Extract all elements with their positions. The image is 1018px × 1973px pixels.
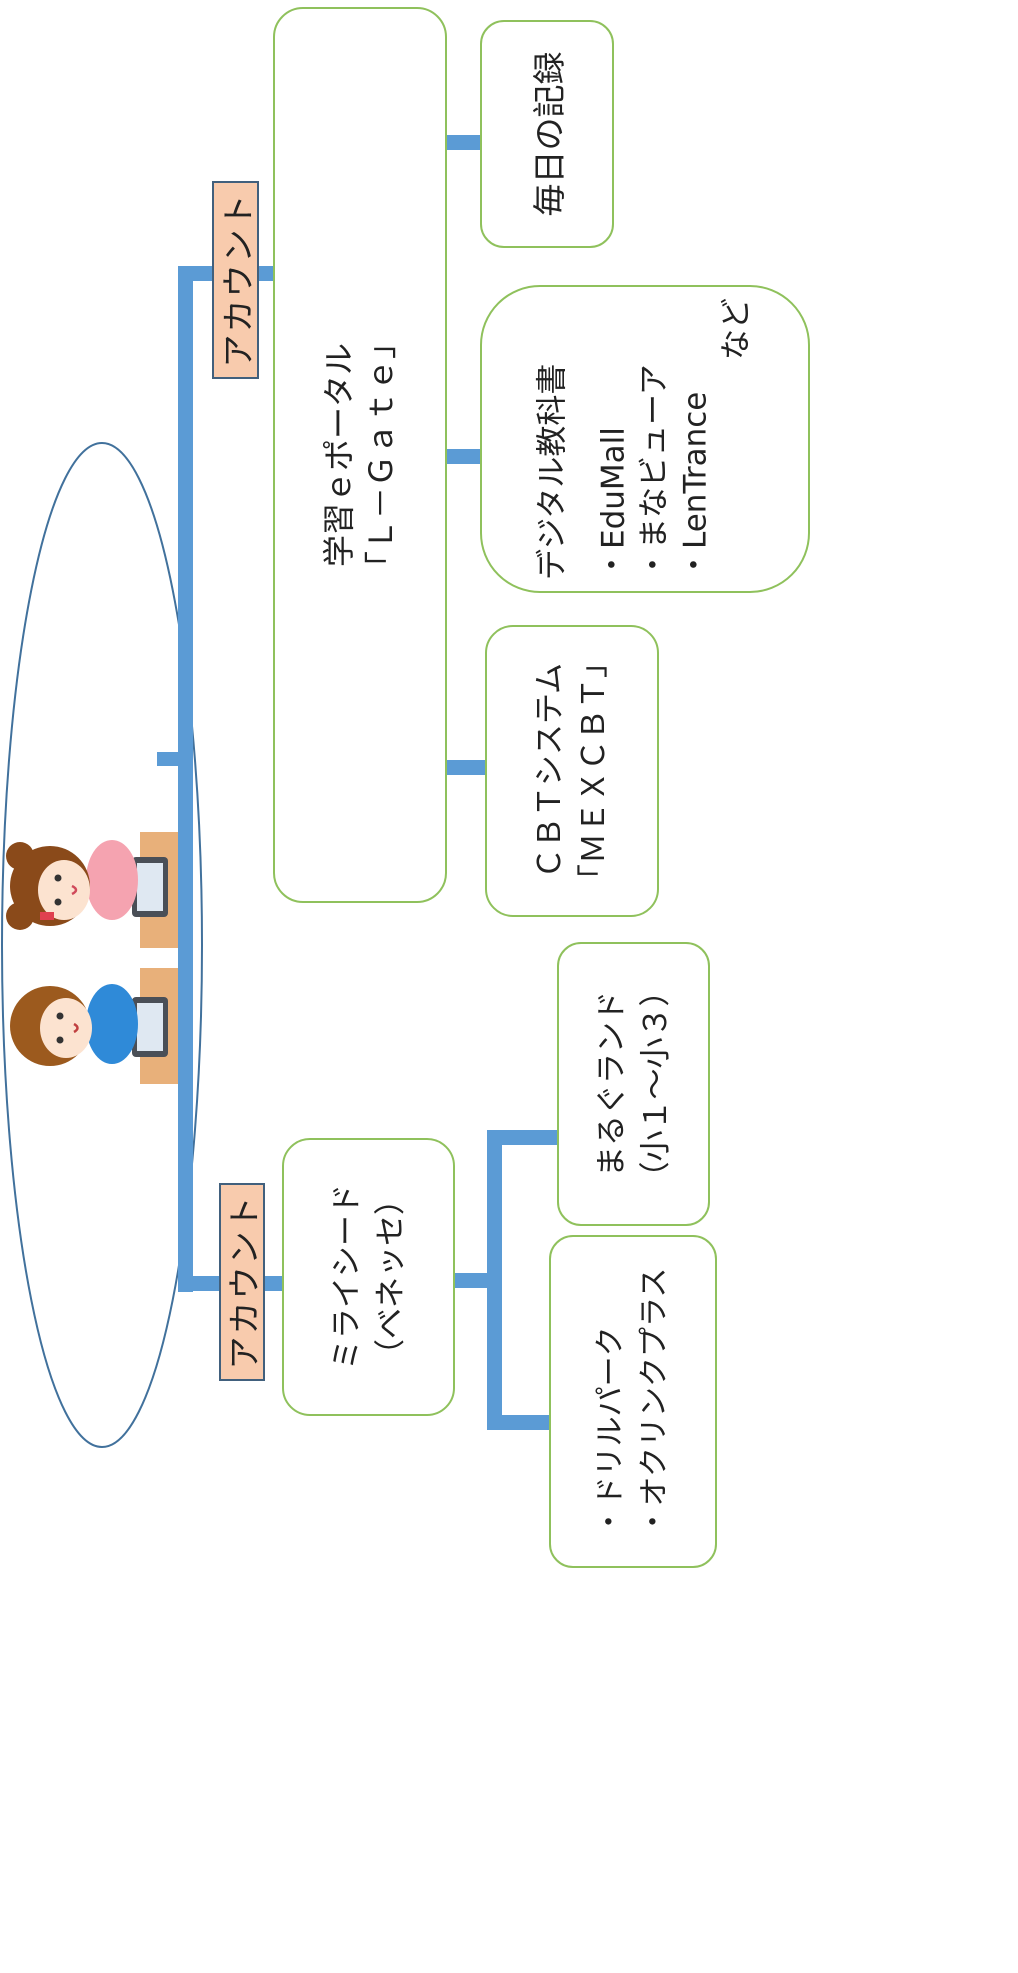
connector-branch-drill xyxy=(487,1415,551,1430)
drill-label: ・ドリルパーク ・オクリンクプラス xyxy=(589,1267,677,1536)
connector-branch-marugu xyxy=(487,1130,559,1145)
connector-portal-daily xyxy=(446,135,482,150)
miraiseed-line2: （ベネッセ） xyxy=(372,1184,409,1370)
cbt-label: ＣＢＴシステム 「ＭＥＸＣＢＴ」 xyxy=(528,647,616,895)
students-oval xyxy=(1,442,203,1448)
digital-textbooks-item-manaviewer: ・まなビューア xyxy=(636,364,673,580)
portal-line1: 学習ｅポータル xyxy=(320,342,358,568)
drill-box: ・ドリルパーク ・オクリンクプラス xyxy=(549,1235,717,1568)
connector-branch-vertical xyxy=(487,1130,502,1430)
cbt-box: ＣＢＴシステム 「ＭＥＸＣＢＴ」 xyxy=(485,625,659,917)
connector-portal-textbooks xyxy=(446,449,482,464)
digital-textbooks-box: デジタル教科書 ・EduMall ・まなビューア ・LenTrance など xyxy=(480,285,810,593)
drill-line1: ・ドリルパーク xyxy=(593,1325,628,1536)
miraiseed-box: ミライシード （ベネッセ） xyxy=(282,1138,455,1416)
daily-record-box: 毎日の記録 xyxy=(480,20,614,248)
portal-line2: 「Ｌ－Ｇａｔｅ」 xyxy=(362,326,400,584)
marugu-label: まるぐランド （小１～小３） xyxy=(590,976,678,1193)
cbt-line1: ＣＢＴシステム xyxy=(532,662,568,880)
portal-box: 学習ｅポータル 「Ｌ－Ｇａｔｅ」 xyxy=(273,7,447,903)
digital-textbooks-item-edumall: ・EduMall xyxy=(595,427,632,580)
connector-trunk xyxy=(178,266,193,1292)
account-tag-bottom: アカウント xyxy=(219,1183,265,1381)
digital-textbooks-item-lentrance: ・LenTrance xyxy=(677,391,714,580)
marugu-box: まるぐランド （小１～小３） xyxy=(557,942,710,1226)
cbt-line2: 「ＭＥＸＣＢＴ」 xyxy=(576,647,612,895)
digital-textbooks-label: デジタル教科書 ・EduMall ・まなビューア ・LenTrance など xyxy=(533,298,758,580)
account-tag-top-label: アカウント xyxy=(218,192,258,368)
daily-record-label: 毎日の記録 xyxy=(530,51,569,217)
miraiseed-line1: ミライシード xyxy=(328,1184,365,1370)
drill-line2: ・オクリンクプラス xyxy=(637,1267,672,1536)
portal-label: 学習ｅポータル 「Ｌ－Ｇａｔｅ」 xyxy=(318,327,402,583)
connector-students xyxy=(157,752,193,766)
children-with-tablets-icon xyxy=(6,832,184,1084)
digital-textbooks-suffix: など xyxy=(718,298,755,360)
connector-portal-cbt xyxy=(446,760,486,775)
marugu-line1: まるぐランド xyxy=(593,991,630,1177)
marugu-line2: （小１～小３） xyxy=(637,975,674,1193)
digital-textbooks-title: デジタル教科書 xyxy=(534,363,571,580)
account-tag-top: アカウント xyxy=(212,181,259,379)
account-tag-bottom-label: アカウント xyxy=(225,1194,264,1370)
miraiseed-label: ミライシード （ベネッセ） xyxy=(325,1184,413,1370)
